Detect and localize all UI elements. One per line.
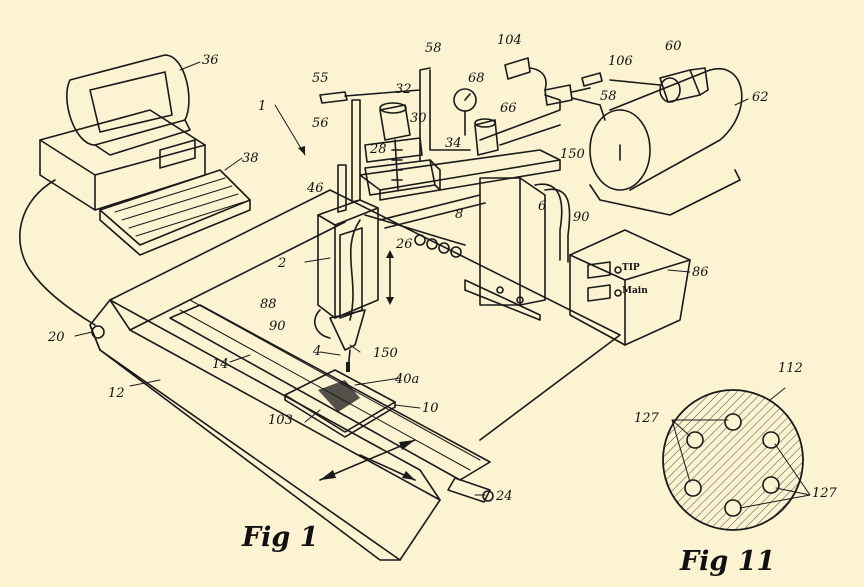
ref-numeral-127-left: 127 xyxy=(634,411,659,426)
figure-1-caption: Fig 1 xyxy=(242,522,319,553)
leader-lines xyxy=(74,61,749,496)
ref-numeral-46: 46 xyxy=(307,181,324,196)
ref-numeral-36: 36 xyxy=(202,53,219,68)
computer xyxy=(39,54,251,256)
ref-numeral-1: 1 xyxy=(258,99,267,114)
control-box-main-label: Main xyxy=(622,286,648,296)
ref-numeral-62: 62 xyxy=(752,90,769,105)
ref-numeral-90-head: 90 xyxy=(269,319,286,334)
ref-numeral-58-right: 58 xyxy=(600,89,617,104)
ref-numeral-6: 6 xyxy=(538,199,547,214)
ref-numeral-28: 28 xyxy=(370,142,387,157)
ref-numeral-10: 10 xyxy=(422,401,439,416)
ref-numeral-24: 24 xyxy=(496,489,513,504)
ref-numeral-34: 34 xyxy=(445,136,462,151)
ref-numeral-20: 20 xyxy=(48,330,65,345)
air-lines xyxy=(19,57,661,326)
ref-numeral-68: 68 xyxy=(468,71,485,86)
figure-11-caption: Fig 11 xyxy=(680,546,776,577)
ref-numeral-30: 30 xyxy=(410,111,427,126)
ref-numeral-112: 112 xyxy=(778,361,803,376)
ref-numeral-40a: 40a xyxy=(395,372,420,387)
ref-numeral-8: 8 xyxy=(455,207,464,222)
ref-numeral-86: 86 xyxy=(692,265,709,280)
ref-numeral-55: 55 xyxy=(312,71,329,86)
control-box-outline xyxy=(569,229,691,346)
ref-numeral-32: 32 xyxy=(395,82,412,97)
dispensing-head xyxy=(314,67,466,372)
ref-numeral-104: 104 xyxy=(497,33,522,48)
ref-numeral-12: 12 xyxy=(108,386,125,401)
air-tank xyxy=(589,67,743,216)
ref-numeral-150-upper: 150 xyxy=(560,147,585,162)
ref-numeral-66: 66 xyxy=(500,101,517,116)
gantry xyxy=(359,149,561,321)
base-frame xyxy=(89,189,621,561)
ref-numeral-4: 4 xyxy=(313,344,322,359)
nozzle-plate xyxy=(662,387,811,531)
ref-numeral-127-right: 127 xyxy=(812,486,837,501)
control-box-tip-label: TIP xyxy=(622,263,640,273)
ref-numeral-106: 106 xyxy=(608,54,633,69)
ref-numeral-150-lower: 150 xyxy=(373,346,398,361)
ref-numeral-56: 56 xyxy=(312,116,329,131)
ref-numeral-14: 14 xyxy=(212,357,229,372)
ref-numeral-90-hose: 90 xyxy=(573,210,590,225)
ref-numeral-38: 38 xyxy=(242,151,259,166)
ref-numeral-26: 26 xyxy=(396,237,413,252)
ref-numeral-103: 103 xyxy=(268,413,293,428)
ref-numeral-60: 60 xyxy=(665,39,682,54)
ref-numeral-2: 2 xyxy=(278,256,287,271)
ref-numeral-88: 88 xyxy=(260,297,277,312)
ref-numeral-58-upper: 58 xyxy=(425,41,442,56)
